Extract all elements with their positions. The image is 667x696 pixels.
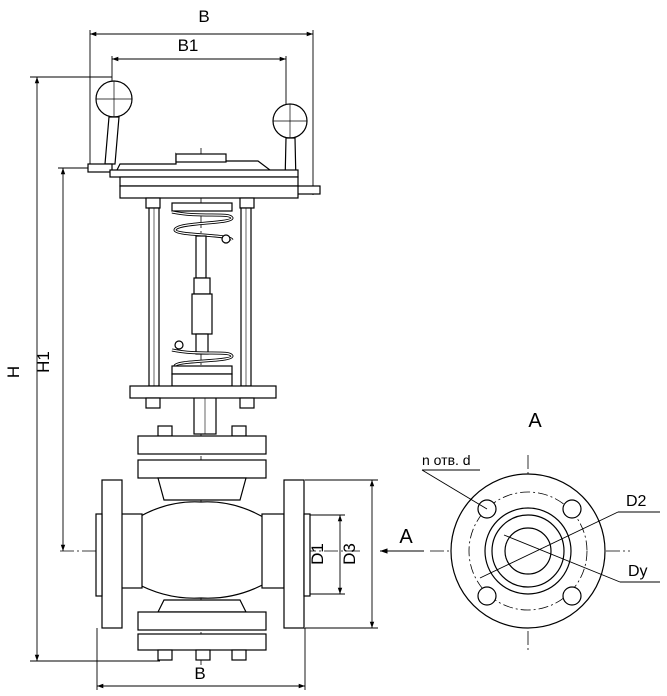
label-D1: D1 <box>308 543 327 565</box>
view-A-flange <box>450 473 606 629</box>
dimension-H1 <box>58 167 92 551</box>
lower-spring <box>171 340 234 387</box>
label-B1: B1 <box>178 36 199 55</box>
leader-lines <box>421 469 660 583</box>
label-Dy: Dy <box>628 563 648 580</box>
label-H: H <box>4 366 23 378</box>
dimension-B-bottom <box>96 628 306 690</box>
dimension-D1 <box>305 514 345 595</box>
left-handwheel <box>95 80 133 165</box>
actuator-top-cover <box>87 152 321 199</box>
dimension-H <box>30 76 160 662</box>
dimension-B-top <box>89 30 314 195</box>
label-D3: D3 <box>340 543 359 565</box>
valve-stem <box>191 235 217 435</box>
valve-body <box>95 479 311 629</box>
label-B-bottom: B <box>194 664 205 683</box>
mounting-plate <box>129 385 277 409</box>
label-holes: n отв. d <box>422 452 471 468</box>
label-H1: H1 <box>34 351 53 373</box>
label-B-top: B <box>198 7 209 26</box>
label-arrow-A: A <box>399 526 413 548</box>
dimension-D3 <box>305 479 378 629</box>
upper-spring <box>171 202 234 244</box>
label-D2: D2 <box>626 493 647 510</box>
dimension-B1 <box>111 56 287 108</box>
bonnet-flange <box>137 425 267 501</box>
lower-flange <box>137 599 267 661</box>
view-A-title: A <box>528 410 542 432</box>
